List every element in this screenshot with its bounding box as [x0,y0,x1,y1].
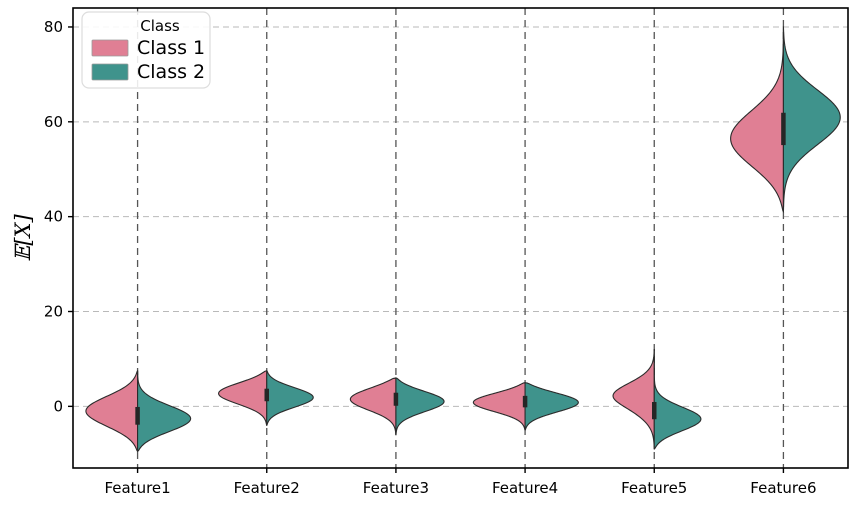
legend-label-class-1[interactable]: Class 1 [137,37,205,59]
violin-half-feature5-class-1[interactable] [612,348,655,450]
violin-half-feature3-class-2[interactable] [395,377,445,436]
legend-title: Class [140,17,180,35]
violin-half-feature2-class-2[interactable] [266,370,314,426]
violin-half-feature6-class-2[interactable] [782,26,841,213]
y-tick-label-0: 0 [53,397,63,415]
violin-group-feature4[interactable] [472,382,579,431]
y-axis-title: 𝔼[X] [11,214,35,262]
x-tick-label-feature5: Feature5 [621,479,687,497]
violin-half-feature5-class-2[interactable] [653,348,702,450]
x-tick-label-feature6: Feature6 [750,479,816,497]
legend-swatch-class-2[interactable] [91,63,129,81]
violin-group-feature1[interactable] [85,370,192,452]
violin-half-feature6-class-1[interactable] [730,26,784,213]
grid-layer [73,8,848,468]
axes-spines [72,7,849,469]
y-tick-label-40: 40 [44,208,63,226]
violin-half-feature1-class-2[interactable] [137,370,192,452]
violin-group-feature6[interactable] [730,26,841,213]
violin-half-feature3-class-1[interactable] [349,377,397,436]
violin-layer [85,26,841,452]
legend-label-class-2[interactable]: Class 2 [137,61,205,83]
y-axis-label: 𝔼[X] [11,214,35,262]
violin-group-feature2[interactable] [218,370,314,426]
x-tick-label-feature4: Feature4 [492,479,558,497]
axes-frame [72,7,849,469]
violin-half-feature2-class-1[interactable] [218,370,268,426]
violin-group-feature5[interactable] [612,348,702,450]
x-tick-label-feature1: Feature1 [104,479,170,497]
y-tick-label-20: 20 [44,303,63,321]
violin-half-feature4-class-2[interactable] [524,382,579,431]
y-tick-label-80: 80 [44,18,63,36]
x-tick-label-feature3: Feature3 [363,479,429,497]
x-tick-label-feature2: Feature2 [234,479,300,497]
violin-half-feature1-class-1[interactable] [85,370,139,452]
violin-group-feature3[interactable] [349,377,445,436]
legend-swatch-class-1[interactable] [91,39,129,57]
y-tick-label-60: 60 [44,113,63,131]
violin-half-feature4-class-1[interactable] [472,382,526,431]
